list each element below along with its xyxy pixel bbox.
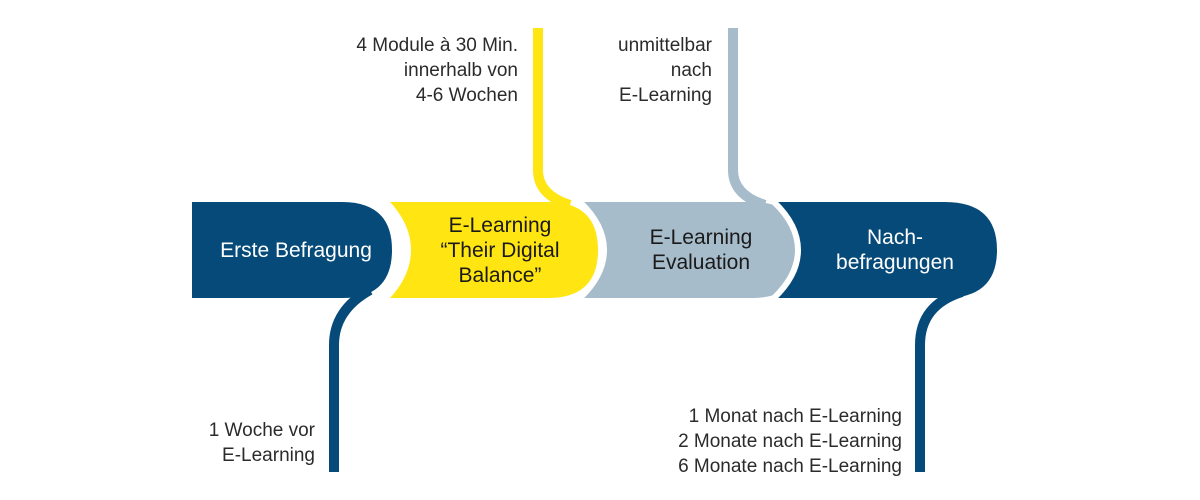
stage-erste-befragung: Erste Befragung: [192, 202, 400, 298]
annotation-e-learning: 4 Module à 30 Min. innerhalb von 4-6 Woc…: [300, 33, 518, 108]
annotation-line: nach: [670, 60, 712, 81]
connector-e-learning: [533, 28, 572, 210]
stage-label-line: befragungen: [836, 251, 954, 274]
connector-erste-befragung: [329, 285, 373, 472]
stage-label-line: E-Learning: [649, 226, 753, 249]
stage-label-line: Evaluation: [651, 251, 751, 274]
stage-shape-e-learning: [388, 202, 598, 298]
stage-nachbefragungen: Nach- befragungen: [800, 202, 990, 298]
stage-label-line: Balance”: [458, 263, 542, 287]
annotation-line: 4-6 Wochen: [415, 85, 518, 106]
annotation-line: 6 Monate nach E-Learning: [678, 456, 902, 477]
stage-label-line: Nach-: [866, 226, 924, 249]
annotation-line: 1 Monat nach E-Learning: [688, 406, 902, 427]
stage-label-line: “Their Digital: [440, 238, 560, 262]
annotation-line: E-Learning: [619, 85, 712, 106]
annotation-line: 2 Monate nach E-Learning: [678, 431, 902, 452]
connector-nachbefragungen: [915, 287, 964, 472]
stage-evaluation: E-Learning Evaluation: [606, 202, 796, 298]
stage-label-line: E-Learning: [448, 213, 552, 237]
annotation-line: E-Learning: [222, 445, 315, 466]
annotation-evaluation: unmittelbar nach E-Learning: [560, 33, 712, 108]
annotation-nachbefragungen: 1 Monat nach E-Learning 2 Monate nach E-…: [620, 404, 902, 479]
connector-evaluation: [728, 28, 767, 210]
annotation-erste-befragung: 1 Woche vor E-Learning: [170, 418, 315, 468]
annotation-line: 4 Module à 30 Min.: [356, 35, 518, 56]
stage-shape-evaluation: [582, 202, 802, 298]
stage-e-learning: E-Learning “Their Digital Balance”: [410, 202, 590, 298]
stage-shape-nachbefragungen: [776, 202, 997, 298]
annotation-line: innerhalb von: [403, 60, 518, 81]
annotation-line: 1 Woche vor: [208, 420, 315, 441]
stage-shape-erste-befragung: [192, 202, 392, 298]
stage-label-line: Erste Befragung: [220, 238, 372, 262]
annotation-line: unmittelbar: [618, 35, 712, 56]
